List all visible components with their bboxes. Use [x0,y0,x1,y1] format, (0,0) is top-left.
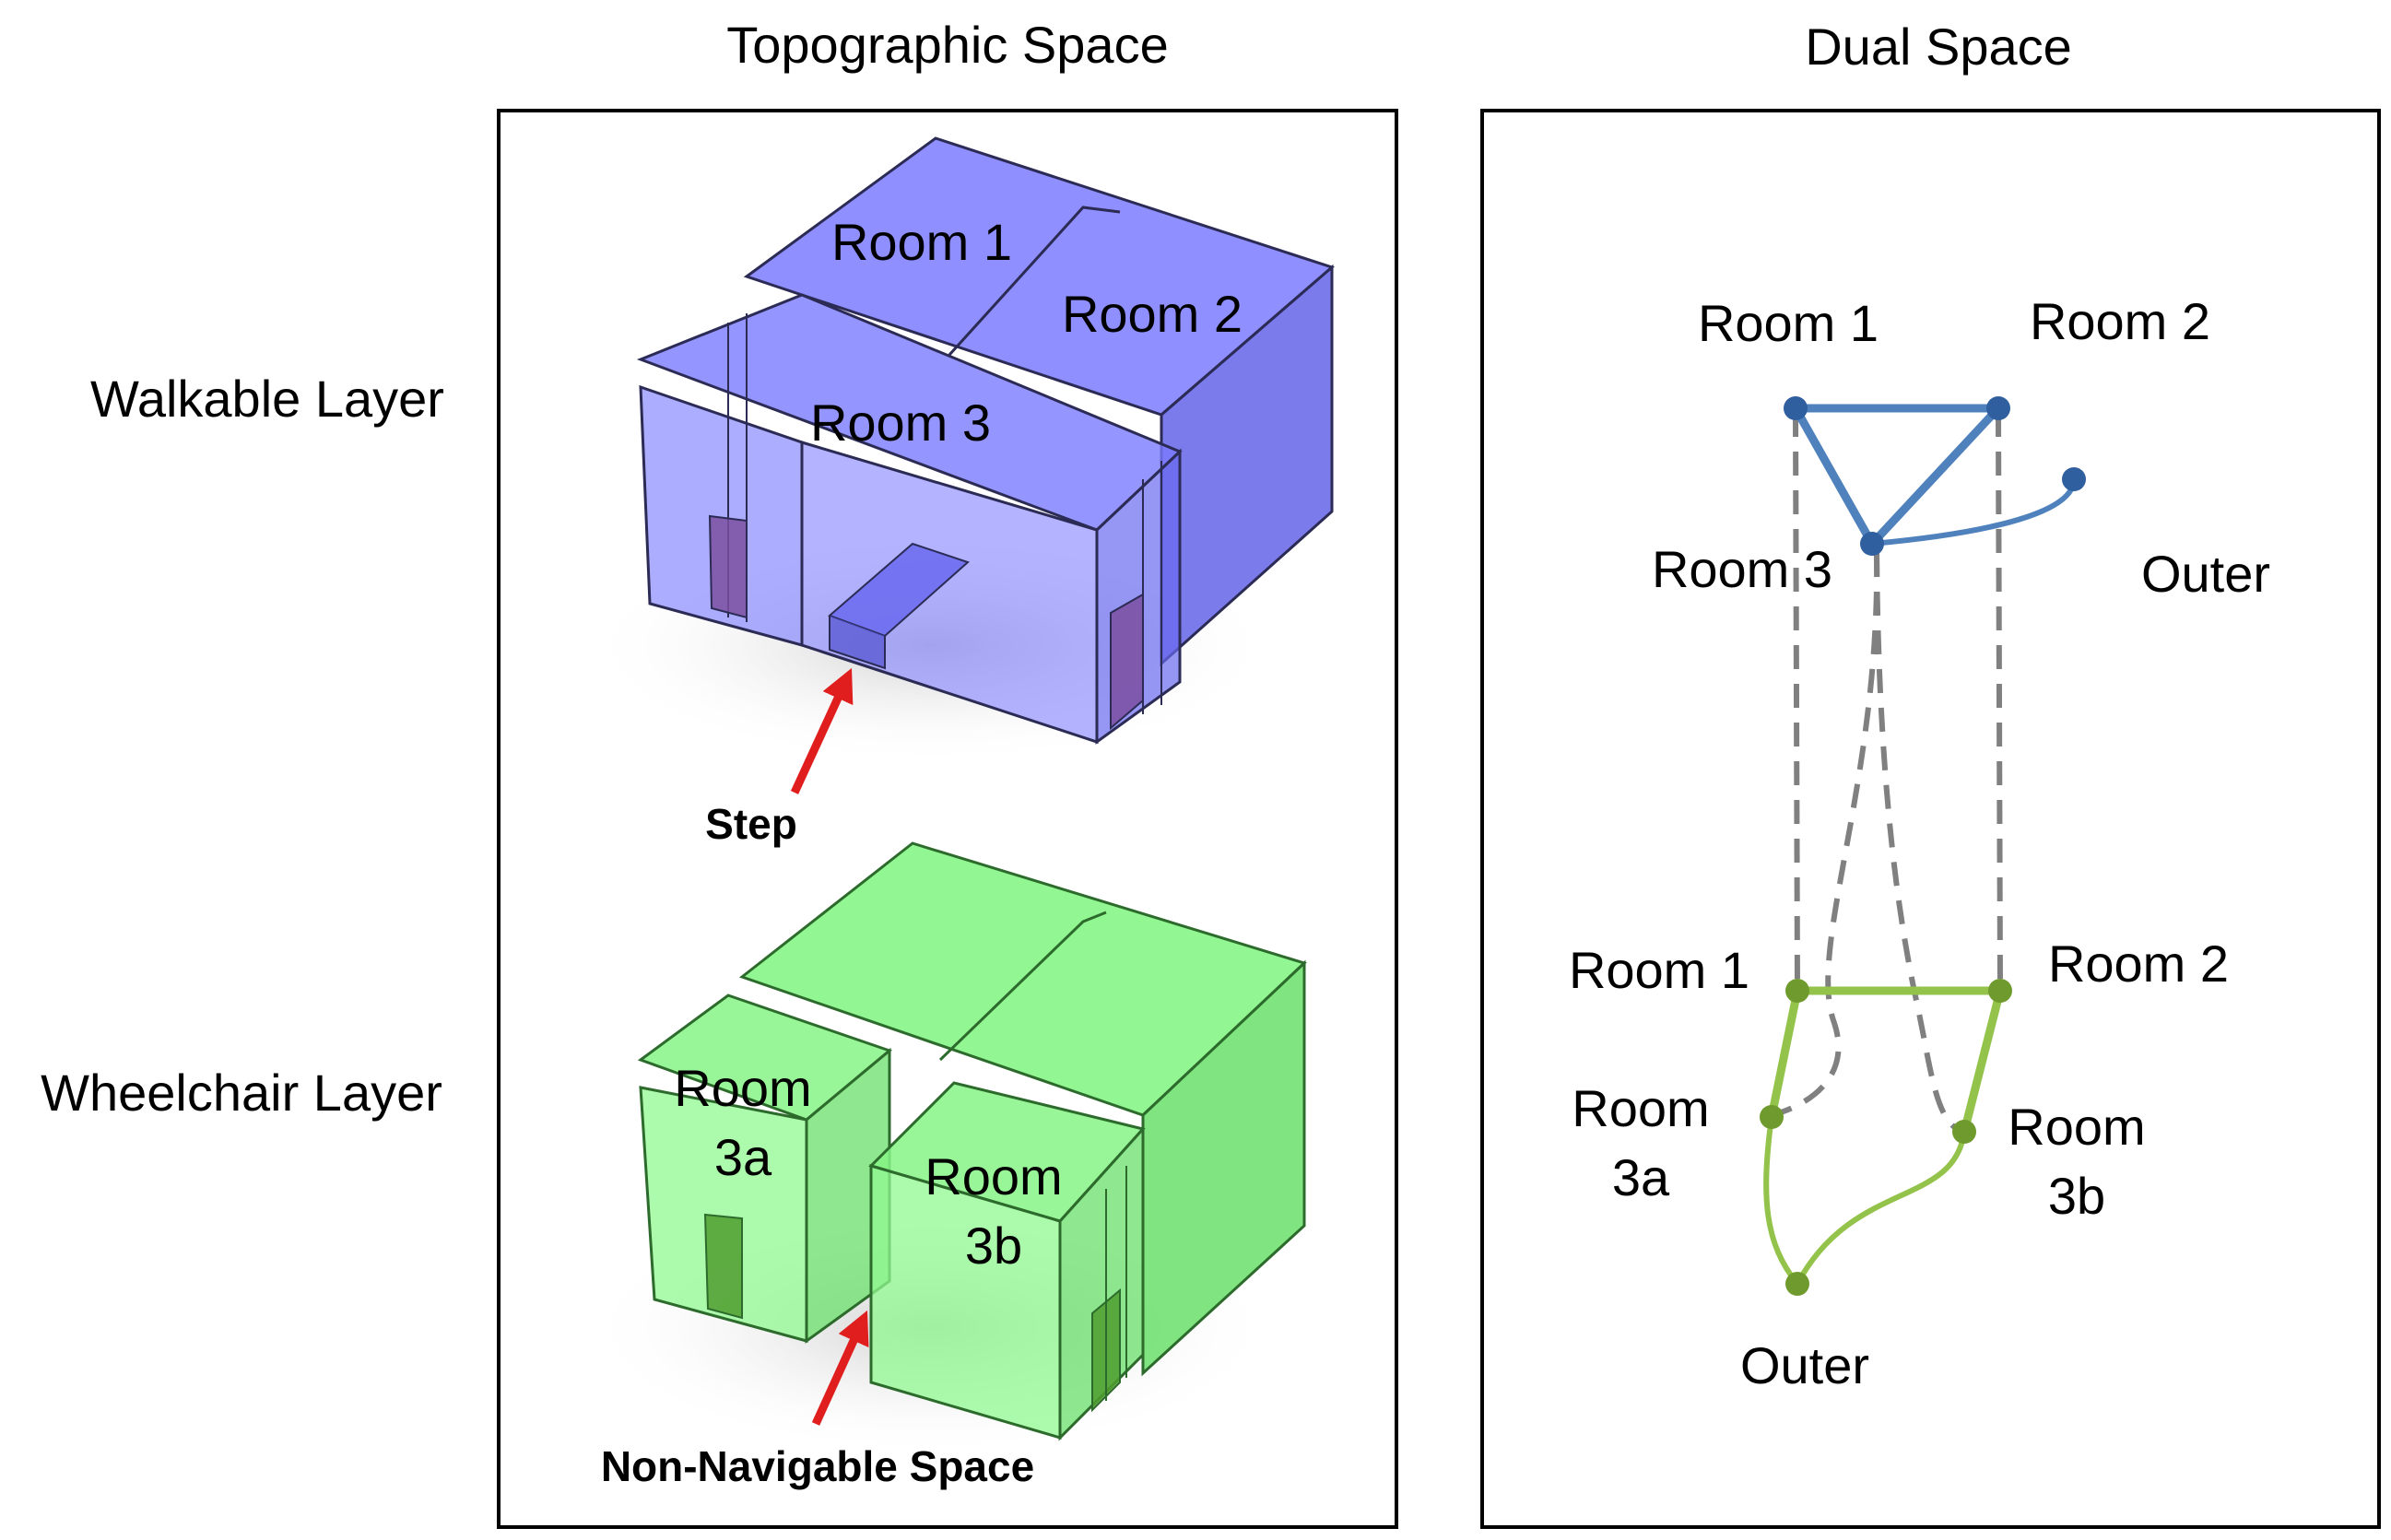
dual-wheelchair-outer-label: Outer [1740,1336,1869,1394]
non-navigable-annotation: Non-Navigable Space [601,1442,1034,1490]
dual-walkable-outer-label: Outer [2141,545,2270,603]
node-wheelchair-room3a [1760,1105,1784,1129]
dual-walkable-room1-label: Room 1 [1698,294,1879,352]
topo-wheelchair-room3a-label-line1: Room [674,1059,811,1117]
dual-wheelchair-room3b-label-line1: Room [2008,1098,2145,1156]
topographic-space-header: Topographic Space [726,16,1168,74]
node-walkable-room2 [1986,396,2010,420]
dual-wheelchair-room3b-label-line2: 3b [2048,1167,2105,1225]
topo-wheelchair-room3a-label-line2: 3a [714,1128,772,1186]
node-walkable-room3 [1860,532,1884,556]
topo-wheelchair-room3b-label-line2: 3b [965,1217,1022,1275]
edge-room3-outer [1871,478,2077,547]
wheelchair-graph [1760,979,2012,1296]
topo-walkable-room2-label: Room 2 [1062,285,1243,343]
wheelchair-layer-label: Wheelchair Layer [41,1064,442,1122]
topo-walkable-room1-label: Room 1 [831,213,1012,271]
node-wheelchair-outer [1785,1272,1809,1296]
step-annotation: Step [705,800,797,848]
dual-walkable-room2-label: Room 2 [2030,292,2210,350]
topographic-panel [497,109,1398,1529]
dual-space-header: Dual Space [1805,18,2072,76]
edge-room2-room3 [1868,405,2002,547]
node-wheelchair-room1 [1785,979,1809,1003]
inter-edge-room3-to-3a [1771,552,1880,1118]
inter-edge-room2 [1996,412,2003,989]
dual-walkable-room3-label: Room 3 [1652,540,1832,598]
walkable-layer-label: Walkable Layer [90,370,444,428]
inter-edge-room3-to-3b [1874,552,1965,1134]
walkable-graph [1784,396,2086,556]
dual-wheelchair-room1-label: Room 1 [1569,941,1749,999]
topo-wheelchair-room3b-label-line1: Room [925,1147,1062,1205]
walkable-building-model [581,136,1335,765]
edge-w-room2-room3b [1960,989,2005,1134]
edge-room1-room3 [1792,406,1876,547]
step-arrow [790,667,854,794]
edge-w-room3b-outer [1795,1131,1967,1286]
edge-w-room1-room3a [1767,990,1802,1118]
wheelchair-building-model [581,841,1307,1456]
node-wheelchair-room3b [1952,1120,1976,1144]
non-navigable-arrow [811,1310,869,1426]
dual-wheelchair-room3a-label-line1: Room [1572,1079,1709,1137]
node-wheelchair-room2 [1988,979,2012,1003]
topo-walkable-room3-label: Room 3 [810,394,991,452]
inter-edge-room1 [1793,412,1800,989]
node-walkable-outer [2062,467,2086,491]
dual-wheelchair-room2-label: Room 2 [2048,935,2229,993]
node-walkable-room1 [1784,396,1808,420]
edge-w-room3a-outer [1763,1116,1800,1286]
dual-wheelchair-room3a-label-line2: 3a [1612,1148,1670,1206]
dual-panel [1480,109,2381,1529]
inter-layer-edges [1771,412,2003,1134]
